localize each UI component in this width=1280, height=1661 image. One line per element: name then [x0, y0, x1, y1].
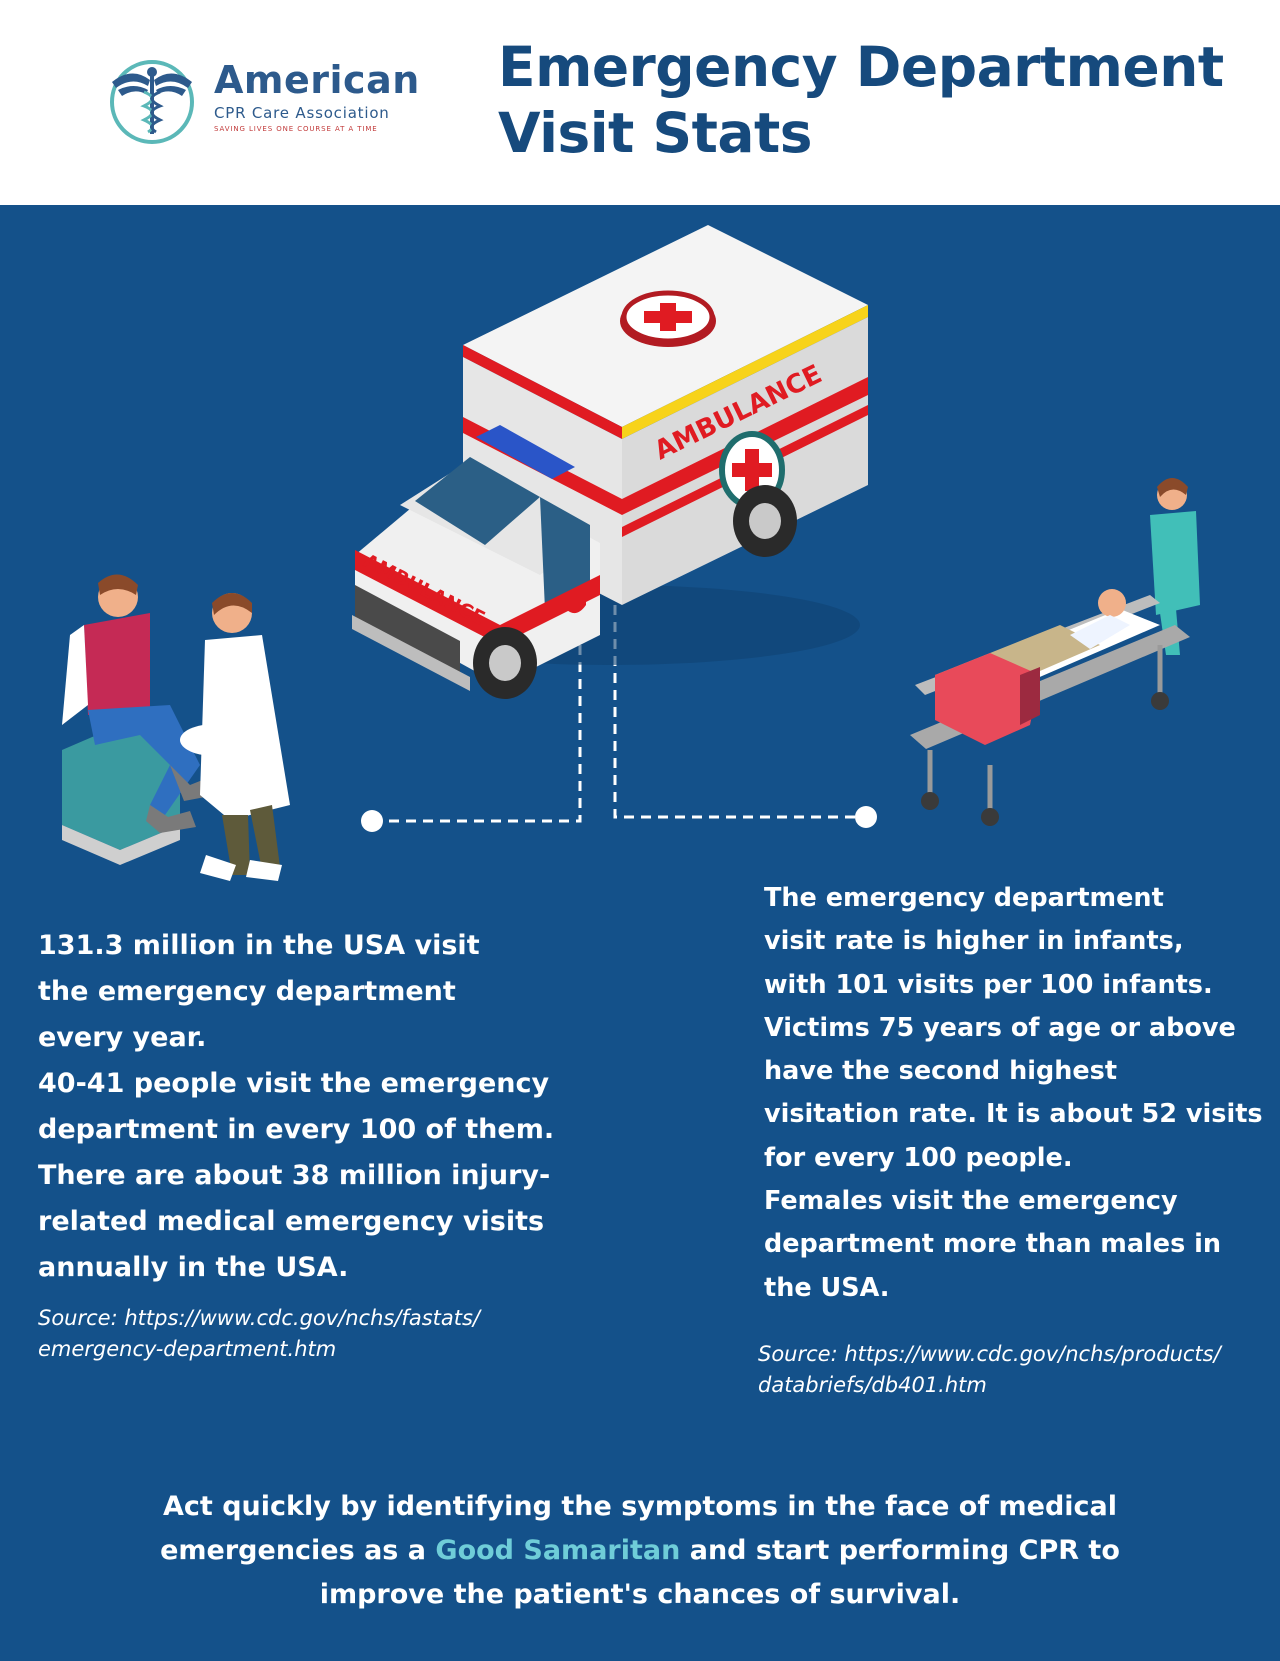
- caduceus-icon: [110, 60, 194, 144]
- left-stat-line: There are about 38 million injury-: [38, 1160, 551, 1191]
- stretcher-icon: [910, 478, 1200, 826]
- right-stat-line: the USA.: [764, 1272, 890, 1303]
- cta-line-2: emergencies as a Good Samaritan and star…: [90, 1529, 1190, 1573]
- doctor-patient-icon: [62, 574, 290, 881]
- right-stat-line: for every 100 people.: [764, 1142, 1073, 1173]
- left-stat-line: related medical emergency visits: [38, 1206, 545, 1237]
- connector-lines: [372, 605, 866, 823]
- call-to-action: Act quickly by identifying the symptoms …: [90, 1485, 1190, 1617]
- left-source: Source: https://www.cdc.gov/nchs/fastats…: [38, 1303, 598, 1365]
- left-stat-line: annually in the USA.: [38, 1252, 349, 1283]
- left-stat-line: every year.: [38, 1022, 207, 1053]
- logo: American CPR Care Association SAVING LIV…: [104, 52, 424, 152]
- left-stat-line: 40-41 people visit the emergency: [38, 1068, 550, 1099]
- connector-dot-right: [855, 806, 877, 828]
- right-stat-line: Females visit the emergency: [764, 1186, 1178, 1217]
- right-stat-line: visitation rate. It is about 52 visits: [764, 1099, 1263, 1130]
- connector-dot-left: [361, 810, 383, 832]
- left-stats: 131.3 million in the USA visit the emerg…: [38, 923, 598, 1291]
- header: American CPR Care Association SAVING LIV…: [0, 0, 1280, 205]
- cta-line-2-end: and start performing CPR to: [680, 1535, 1120, 1566]
- illustration: AMBULANCE AMBULANCE: [62, 225, 1200, 881]
- right-stats: The emergency department visit rate is h…: [764, 877, 1264, 1310]
- cta-line-3: improve the patient's chances of surviva…: [319, 1579, 961, 1610]
- right-source-line: Source: https://www.cdc.gov/nchs/product…: [758, 1342, 1221, 1366]
- stats-panel: AMBULANCE AMBULANCE: [0, 205, 1280, 1661]
- left-source-line: Source: https://www.cdc.gov/nchs/fastats…: [38, 1306, 480, 1330]
- logo-name: American: [214, 58, 420, 102]
- cta-line-2-start: emergencies as a: [160, 1535, 436, 1566]
- right-stat-line: Victims 75 years of age or above: [764, 1012, 1236, 1043]
- page-title: Emergency Department Visit Stats: [498, 34, 1258, 166]
- right-stat-line: visit rate is higher in infants,: [764, 926, 1184, 957]
- logo-tagline: SAVING LIVES ONE COURSE AT A TIME: [214, 125, 378, 133]
- right-stat-line: The emergency department: [764, 883, 1164, 913]
- left-source-line: emergency-department.htm: [38, 1337, 337, 1361]
- logo-subtitle: CPR Care Association: [214, 104, 390, 122]
- cta-line-1: Act quickly by identifying the symptoms …: [162, 1491, 1118, 1522]
- left-stat-line: the emergency department: [38, 976, 456, 1007]
- page-title-line-1: Emergency Department: [498, 35, 1224, 99]
- page-title-line-2: Visit Stats: [498, 101, 813, 165]
- ambulance-icon: AMBULANCE AMBULANCE: [352, 225, 868, 699]
- right-stat-line: with 101 visits per 100 infants.: [764, 969, 1213, 1000]
- right-source: Source: https://www.cdc.gov/nchs/product…: [758, 1339, 1278, 1401]
- good-samaritan-highlight: Good Samaritan: [435, 1535, 681, 1566]
- right-stat-line: have the second highest: [764, 1056, 1118, 1087]
- right-source-line: databriefs/db401.htm: [758, 1373, 987, 1397]
- left-stat-line: 131.3 million in the USA visit: [38, 930, 480, 961]
- right-stat-line: department more than males in: [764, 1229, 1222, 1260]
- left-stat-line: department in every 100 of them.: [38, 1114, 555, 1145]
